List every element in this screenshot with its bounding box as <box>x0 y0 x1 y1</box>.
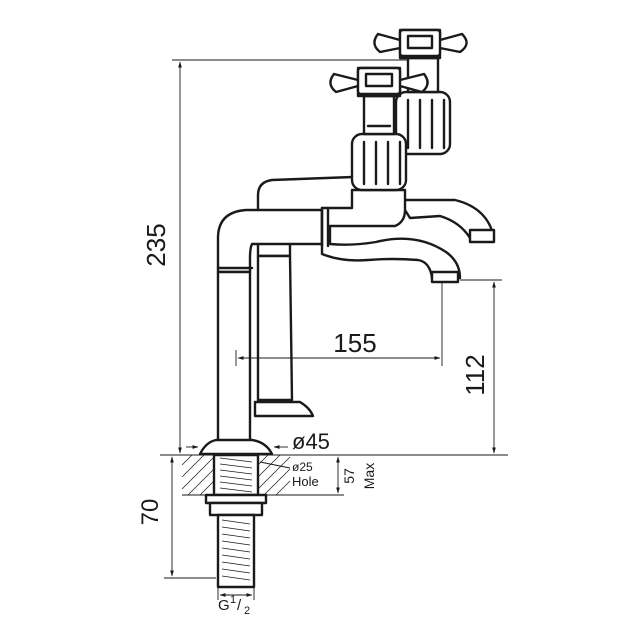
deck-hatch-right <box>257 454 291 496</box>
dim-shank-length: 70 <box>137 499 164 526</box>
front-tap-shroud <box>350 132 408 192</box>
front-tap-base <box>198 438 274 456</box>
thread-numerator: 1 <box>230 594 236 606</box>
back-tap-column <box>256 254 294 402</box>
tail-thread <box>221 519 251 581</box>
deck-hatch-left <box>181 454 215 496</box>
dim-spout-height: 112 <box>460 354 490 395</box>
back-tap <box>253 28 496 418</box>
front-tap-column <box>216 270 252 444</box>
back-nut <box>208 501 264 517</box>
deck-section <box>160 453 508 589</box>
back-tap-base <box>253 400 315 418</box>
shank-thread-upper <box>219 457 253 493</box>
back-tap-spout-tip <box>468 228 496 244</box>
dim-hole-diameter: ø25 <box>292 460 313 474</box>
dim-deck-max: 57 <box>341 468 357 484</box>
front-tap-spout <box>320 188 462 280</box>
front-tap-spout-tip <box>430 270 460 284</box>
shank-in-deck <box>212 453 260 497</box>
thread-slash: / <box>237 597 242 614</box>
front-tap-stem <box>362 94 396 136</box>
dim-deck-max-label: Max <box>361 463 377 489</box>
front-tap <box>198 66 462 456</box>
dim-spout-reach: 155 <box>333 328 376 358</box>
thread-denominator: 2 <box>244 605 250 617</box>
dim-overall-height: 235 <box>141 223 171 266</box>
dimension-lines <box>164 59 502 600</box>
thread-main: G <box>218 597 230 614</box>
dim-base-diameter: ø45 <box>292 429 330 454</box>
dim-hole-label: Hole <box>292 474 319 489</box>
tail-shank <box>216 513 256 589</box>
dim-thread-size: G 1 / 2 <box>218 594 250 617</box>
